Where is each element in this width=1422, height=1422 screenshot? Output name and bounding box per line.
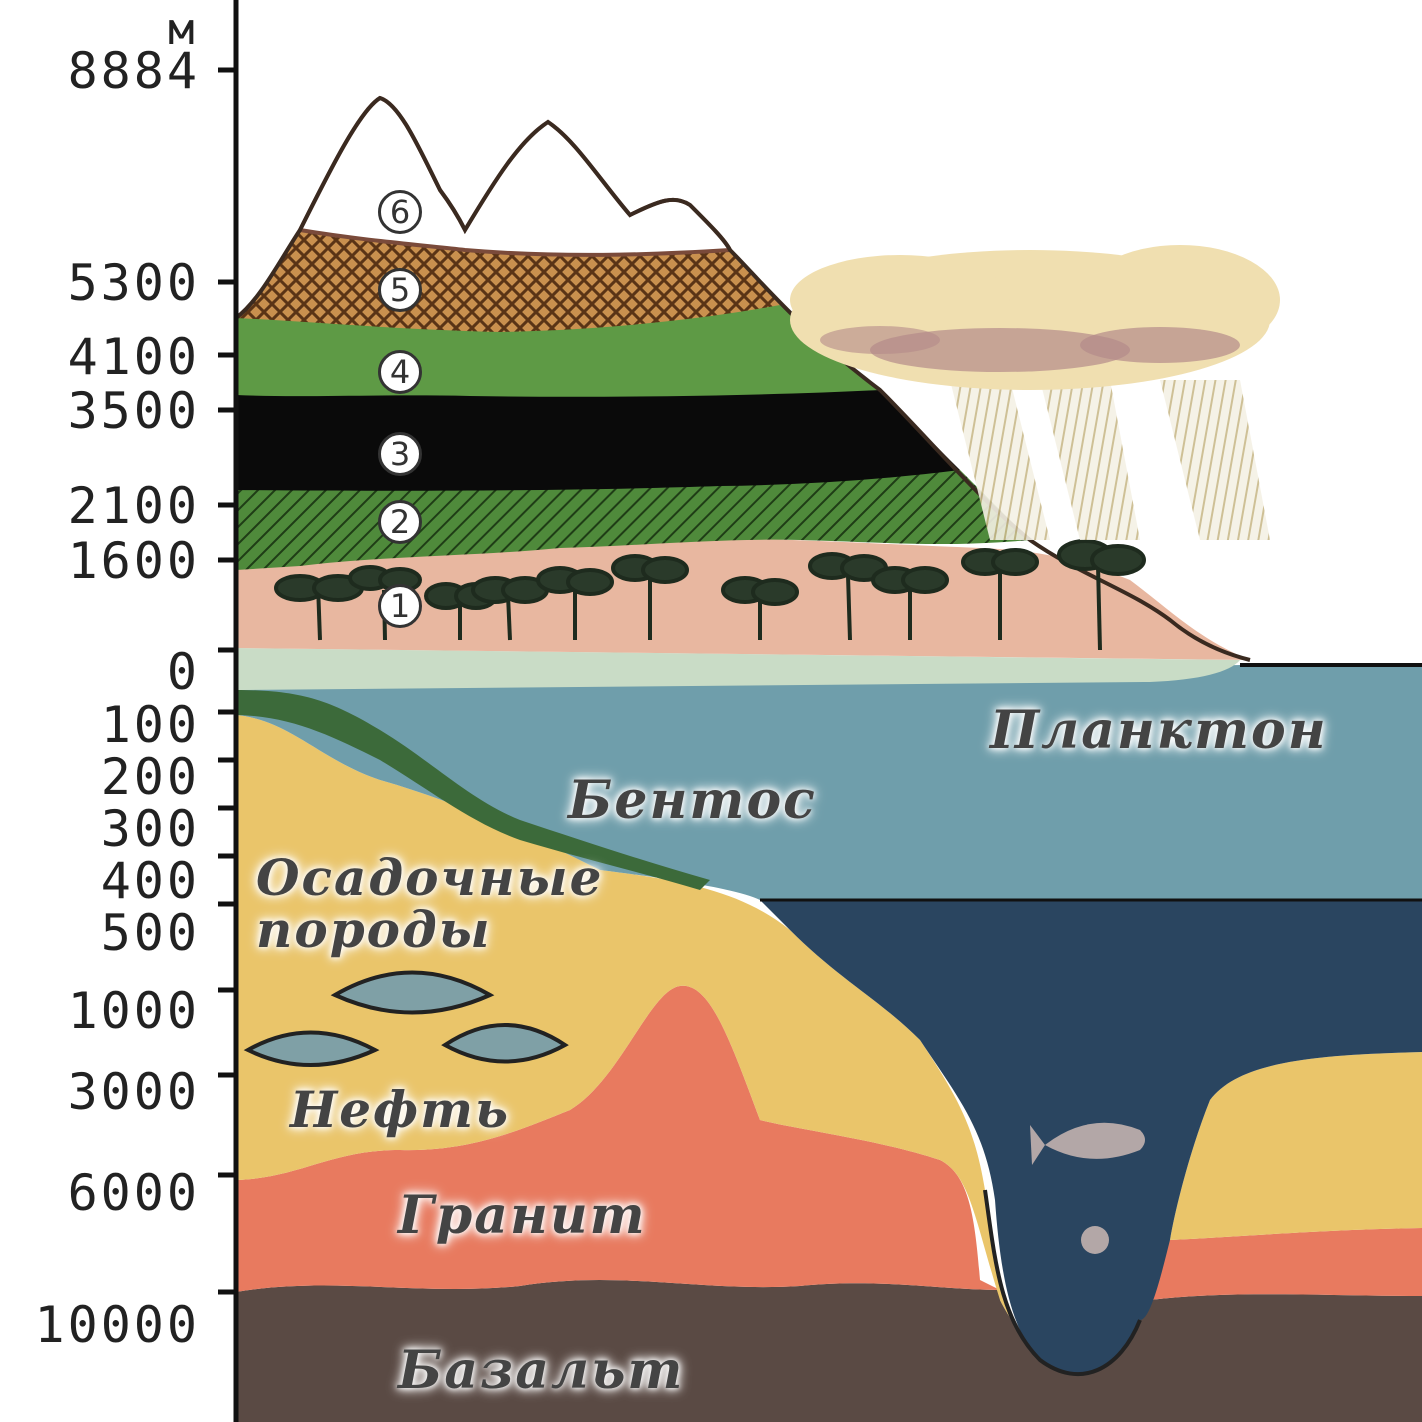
tick-label: 4100	[68, 332, 200, 382]
oil-label: Нефть	[290, 1080, 510, 1139]
plankton-label: Планктон	[990, 700, 1328, 761]
tick-label: 6000	[68, 1168, 200, 1218]
tick-label: 1000	[68, 986, 200, 1036]
basalt-label: Базальт	[398, 1340, 684, 1401]
tick-label: 100	[101, 700, 200, 750]
tick-label: 1600	[68, 536, 200, 586]
tick-label: 300	[101, 804, 200, 854]
tick-label: 10000	[34, 1300, 200, 1350]
tick-label: 8884	[68, 46, 200, 96]
tick-label: 3000	[68, 1067, 200, 1117]
zone-6-badge: 6	[378, 190, 422, 234]
tick-label: 400	[101, 856, 200, 906]
tick-label: 2100	[68, 481, 200, 531]
sediment-label-line1: Осадочные	[256, 848, 603, 907]
zone-6-area	[300, 98, 730, 255]
zone-3-badge: 3	[378, 432, 422, 476]
zone-2-badge: 2	[378, 500, 422, 544]
tick-label: 3500	[68, 386, 200, 436]
zone-4-badge: 4	[378, 350, 422, 394]
zone-5-badge: 5	[378, 268, 422, 312]
tick-label: 0	[167, 647, 200, 697]
axis-ticks	[218, 70, 236, 1292]
tick-label: 500	[101, 908, 200, 958]
granite-label: Гранит	[398, 1185, 647, 1246]
benthos-label: Бентос	[568, 770, 817, 831]
sediment-label-line2: породы	[256, 900, 492, 959]
tick-label: 200	[101, 752, 200, 802]
zone-3-area	[236, 390, 960, 491]
zone-1-badge: 1	[378, 584, 422, 628]
tick-label: 5300	[68, 258, 200, 308]
